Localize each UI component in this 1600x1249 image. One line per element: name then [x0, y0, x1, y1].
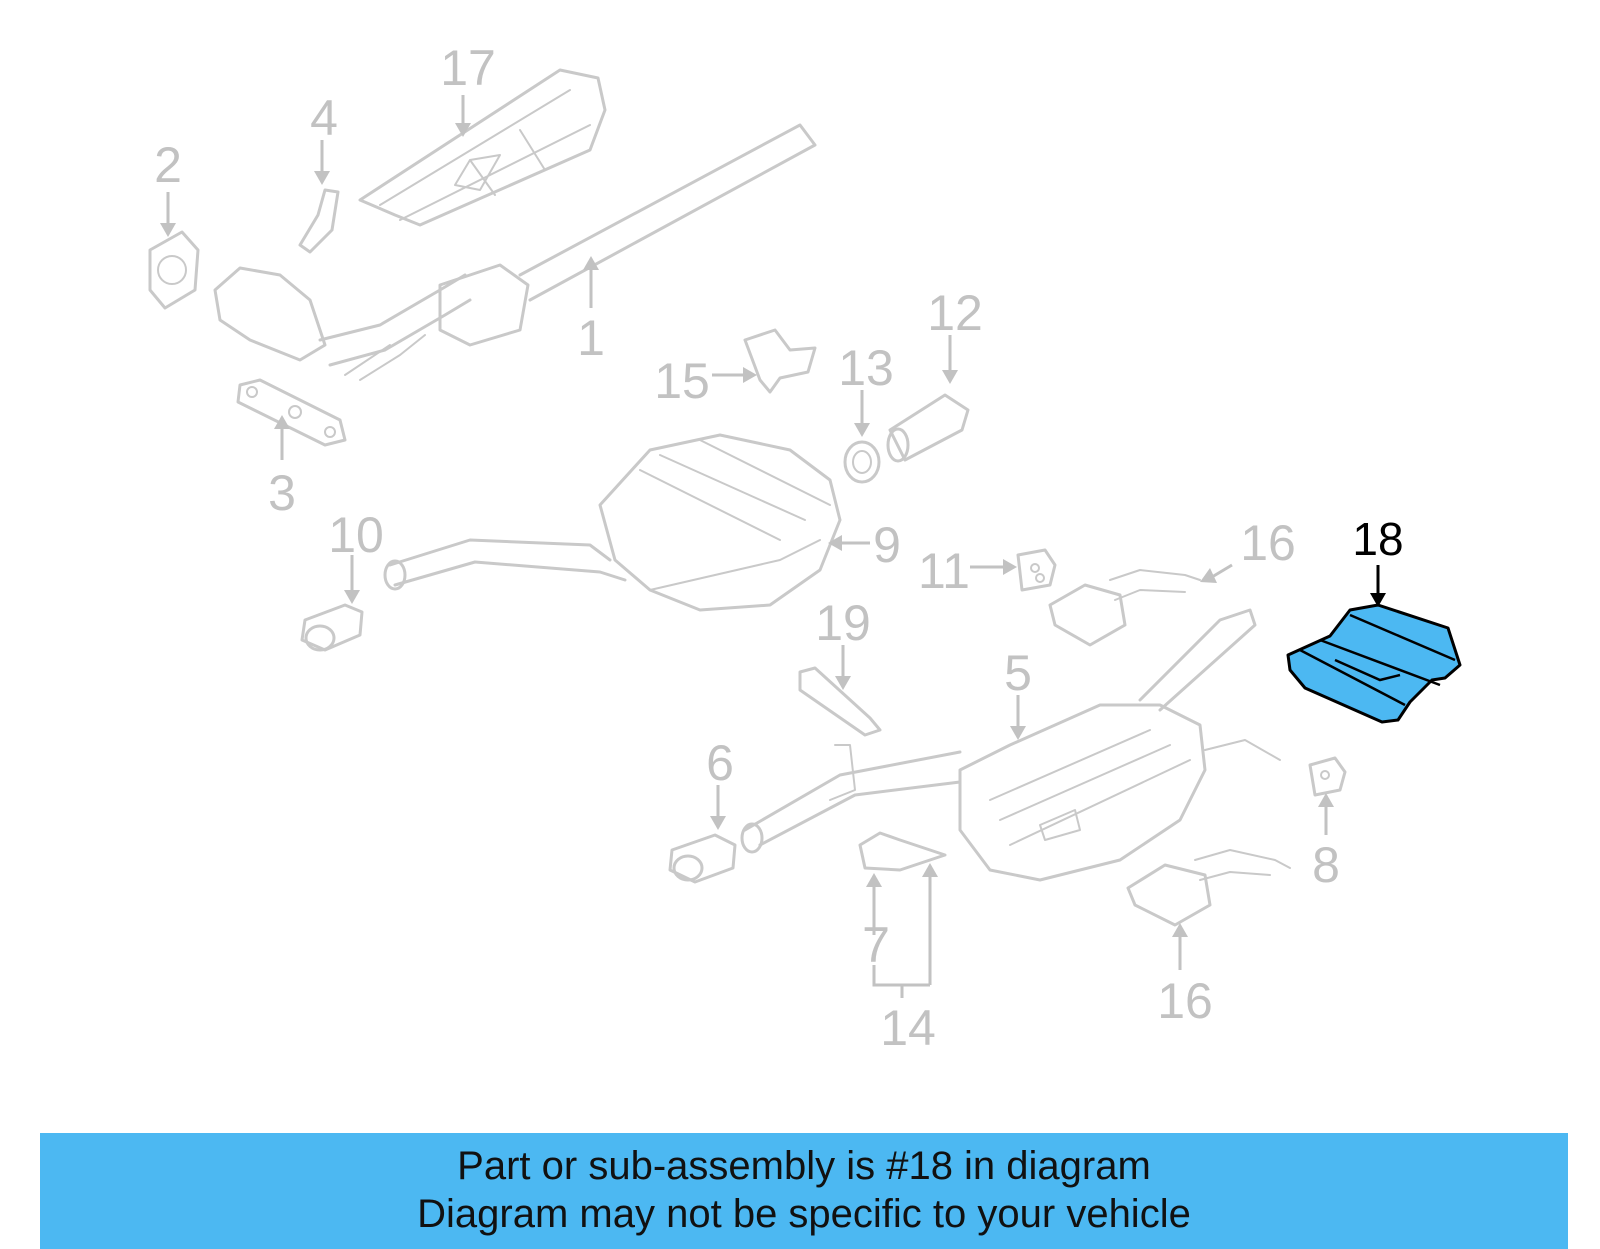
- part-12-tail-tip: [886, 393, 970, 463]
- part-16-upper-bracket: [1048, 569, 1201, 647]
- callout-labels: 17 4 2 1 15 13 12 3 10 9 11 16 18 19 5 6…: [154, 40, 1403, 1056]
- callout-16-lower: 16: [1157, 973, 1213, 1029]
- banner-line-part: Part or sub-assembly is #18 in diagram: [457, 1144, 1151, 1188]
- part-2-gasket: [148, 230, 200, 310]
- banner-line-disclaimer: Diagram may not be specific to your vehi…: [417, 1192, 1191, 1236]
- part-6-hanger: [668, 833, 737, 884]
- part-4-bracket: [298, 188, 340, 254]
- callout-3: 3: [268, 465, 296, 521]
- callout-16-upper: 16: [1240, 515, 1296, 571]
- part-5-rear-muffler: [740, 608, 1281, 882]
- callout-15: 15: [654, 353, 710, 409]
- callout-7: 7: [862, 917, 890, 973]
- callout-4: 4: [310, 90, 338, 146]
- part-17-heat-shield: [358, 68, 607, 227]
- callout-6: 6: [706, 735, 734, 791]
- callout-13: 13: [838, 340, 894, 396]
- info-banner: Part or sub-assembly is #18 in diagram D…: [40, 1133, 1568, 1249]
- callout-9: 9: [873, 517, 901, 573]
- callout-8: 8: [1312, 837, 1340, 893]
- leader-lines: [160, 95, 1334, 998]
- callout-18: 18: [1352, 513, 1403, 565]
- part-7-bracket: [858, 831, 947, 872]
- part-8-hanger: [1308, 756, 1347, 797]
- part-10-hanger: [300, 603, 364, 652]
- callout-19: 19: [815, 595, 871, 651]
- part-1-front-pipe: [213, 123, 817, 381]
- part-13-clamp: [843, 440, 881, 484]
- callout-17: 17: [440, 40, 496, 96]
- part-9-center-muffler: [383, 433, 842, 612]
- part-18-heat-shield-highlighted: [1286, 603, 1462, 724]
- callout-1: 1: [577, 310, 605, 366]
- part-19-shield: [798, 666, 882, 737]
- part-11-hanger: [1016, 548, 1057, 592]
- callout-10: 10: [328, 507, 384, 563]
- callout-14: 14: [880, 1000, 936, 1056]
- part-3-gasket: [236, 378, 347, 447]
- part-16-lower-bracket: [1126, 849, 1291, 927]
- callout-11: 11: [918, 543, 970, 599]
- leader-18: [1370, 565, 1386, 607]
- callout-5: 5: [1004, 645, 1032, 701]
- callout-12: 12: [927, 285, 983, 341]
- callout-2: 2: [154, 137, 182, 193]
- part-15-bracket: [743, 328, 817, 394]
